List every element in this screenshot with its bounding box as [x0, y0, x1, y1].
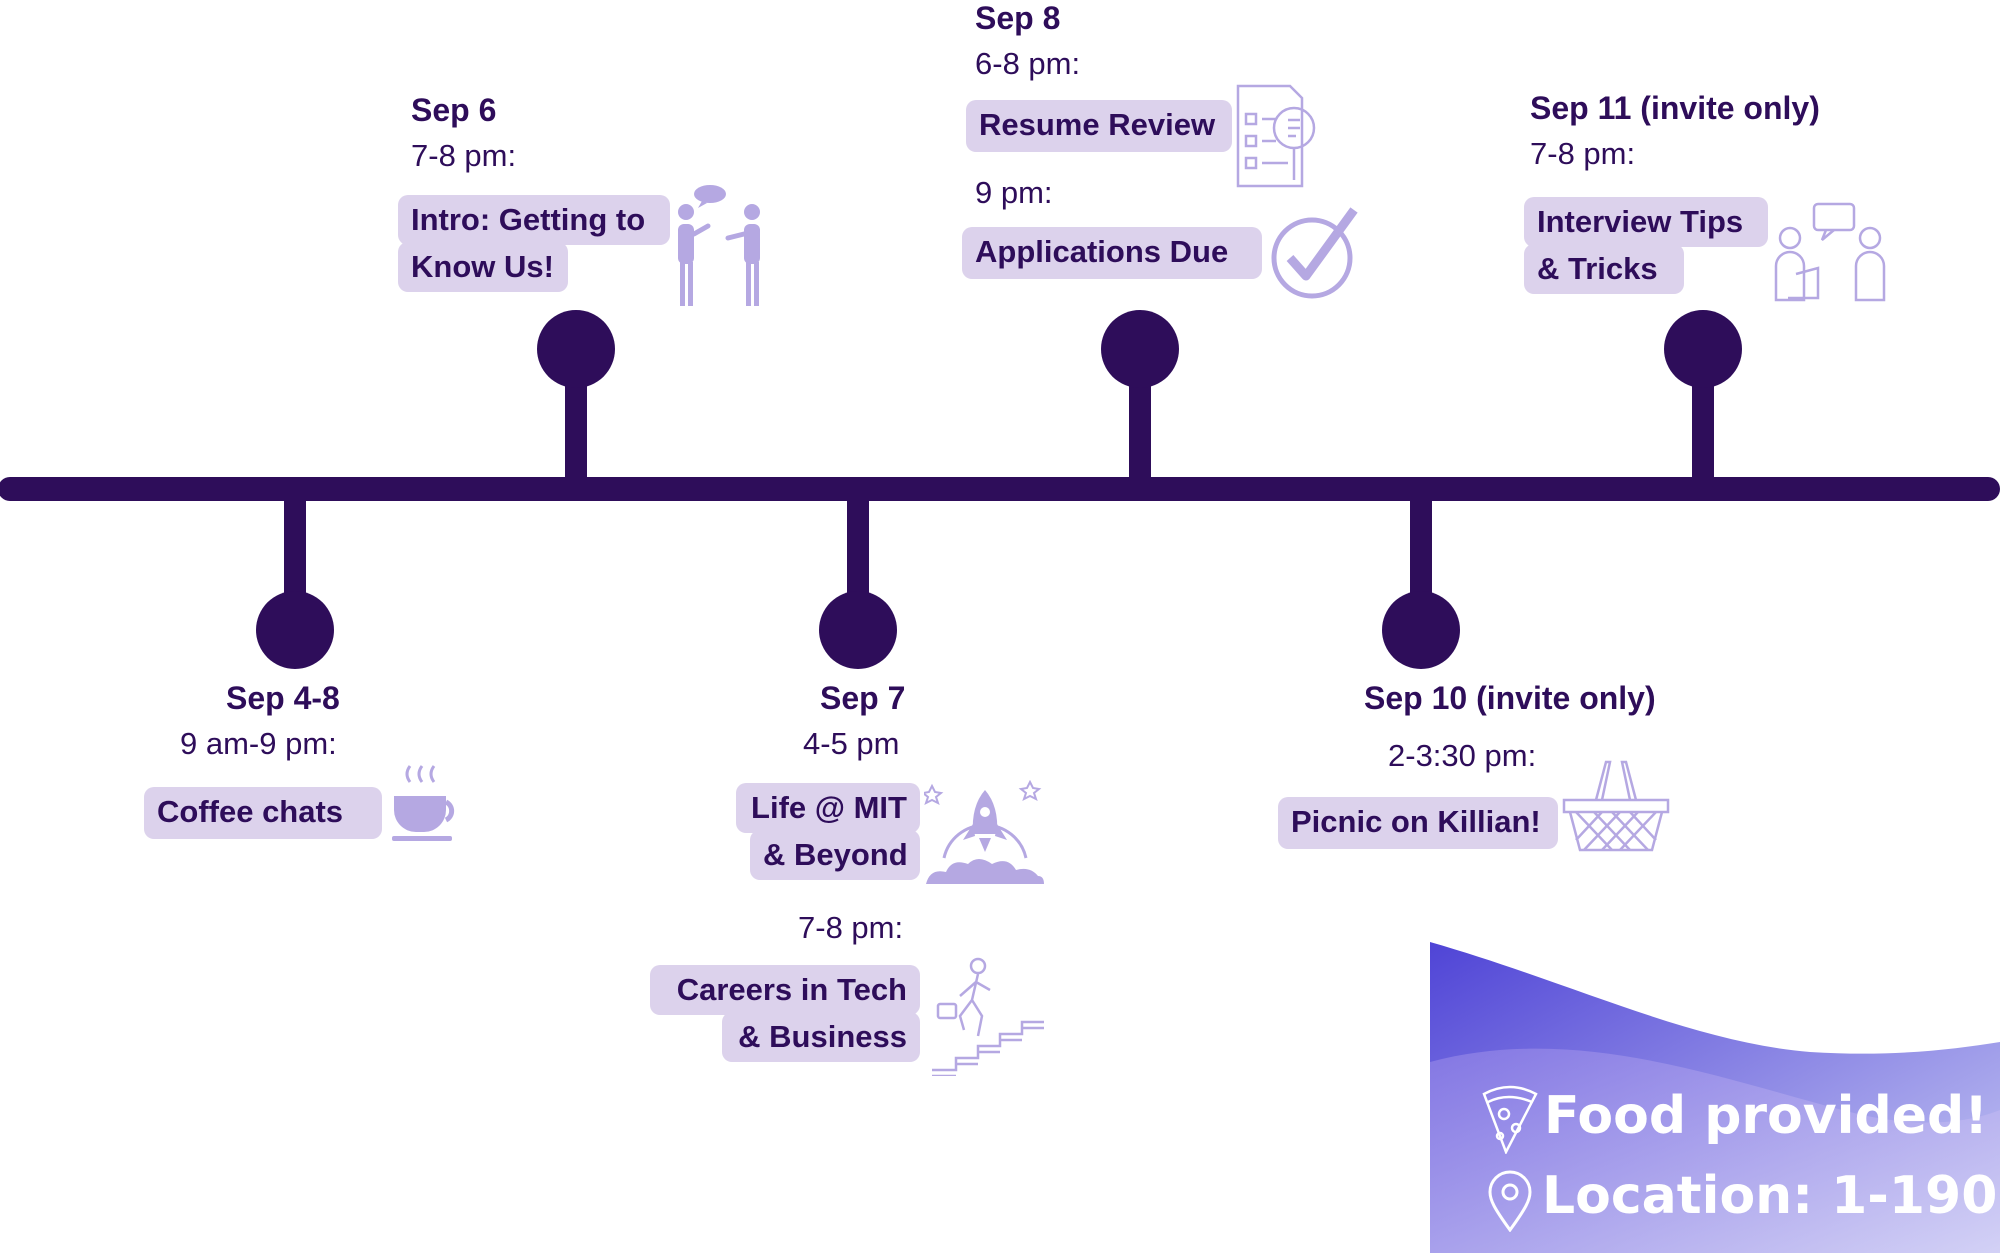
marker-sep7 [819, 489, 897, 669]
event-title-interview-line1: Interview Tips [1524, 197, 1768, 247]
marker-sep4 [256, 489, 334, 669]
people-talking-icon [678, 185, 760, 306]
marker-sep10 [1382, 489, 1460, 669]
event-time: 7-8 pm: [1530, 136, 1636, 171]
event-time: 4-5 pm [803, 726, 900, 761]
checkmark-circle-icon [1271, 207, 1358, 299]
interview-icon [1774, 202, 1886, 302]
event-title-interview-line2: & Tricks [1524, 244, 1684, 294]
event-title-line: Picnic on Killian! [1291, 804, 1541, 839]
event-date-sep11: Sep 11 (invite only) [1530, 90, 1820, 126]
event-title-coffee-chats: Coffee chats [144, 787, 382, 839]
event-title-careers-line1: Careers in Tech [650, 965, 920, 1015]
event-title-line: Coffee chats [157, 794, 344, 829]
event-title-life-line2: & Beyond [750, 830, 920, 880]
rocket-icon [924, 780, 1044, 884]
event-date-sep8: Sep 8 [975, 0, 1061, 36]
pizza-slice-icon [1482, 1085, 1538, 1154]
event-title-careers-line2: & Business [722, 1012, 920, 1062]
event-title-line: & Business [738, 1019, 907, 1054]
event-title-line: & Tricks [1537, 251, 1658, 286]
marker-sep6 [537, 310, 615, 489]
event-title-line: Life @ MIT [751, 790, 907, 825]
stairs-climber-icon [932, 957, 1044, 1076]
event-date-sep6: Sep 6 [411, 92, 497, 128]
event-title-line: Know Us! [411, 249, 554, 284]
event-title-applications-due: Applications Due [962, 227, 1262, 279]
event-title-resume-review: Resume Review [966, 100, 1232, 152]
event-date-sep7: Sep 7 [820, 680, 906, 716]
event-title-intro-line2: Know Us! [398, 242, 568, 292]
event-time: 2-3:30 pm: [1388, 738, 1537, 773]
event-title-line: Interview Tips [1537, 204, 1744, 239]
event-title-line: Intro: Getting to [411, 202, 646, 237]
event-title-line: & Beyond [763, 837, 908, 872]
event-title-line: Careers in Tech [676, 972, 907, 1007]
event-title-life-line1: Life @ MIT [736, 783, 920, 833]
location-text: Location: 1-190 [1542, 1166, 1998, 1226]
event-time: 9 pm: [975, 175, 1053, 210]
map-pin-icon [1488, 1170, 1532, 1232]
coffee-cup-icon [392, 765, 455, 841]
picnic-basket-icon [1562, 760, 1670, 852]
event-title-line: Resume Review [979, 107, 1216, 142]
event-time: 6-8 pm: [975, 46, 1081, 81]
food-provided-text: Food provided! [1544, 1086, 1988, 1146]
event-title-picnic: Picnic on Killian! [1278, 797, 1558, 849]
event-time: 7-8 pm: [798, 910, 904, 945]
marker-sep8 [1101, 310, 1179, 489]
event-title-intro-line1: Intro: Getting to [398, 195, 670, 245]
event-date-sep10: Sep 10 (invite only) [1364, 680, 1656, 716]
event-time: 9 am-9 pm: [180, 726, 337, 761]
event-date-sep4: Sep 4-8 [226, 680, 340, 716]
event-title-line: Applications Due [975, 234, 1229, 269]
banner-background [1430, 942, 2000, 1253]
marker-sep11 [1664, 310, 1742, 489]
document-search-icon [1236, 84, 1316, 188]
event-time: 7-8 pm: [411, 138, 517, 173]
